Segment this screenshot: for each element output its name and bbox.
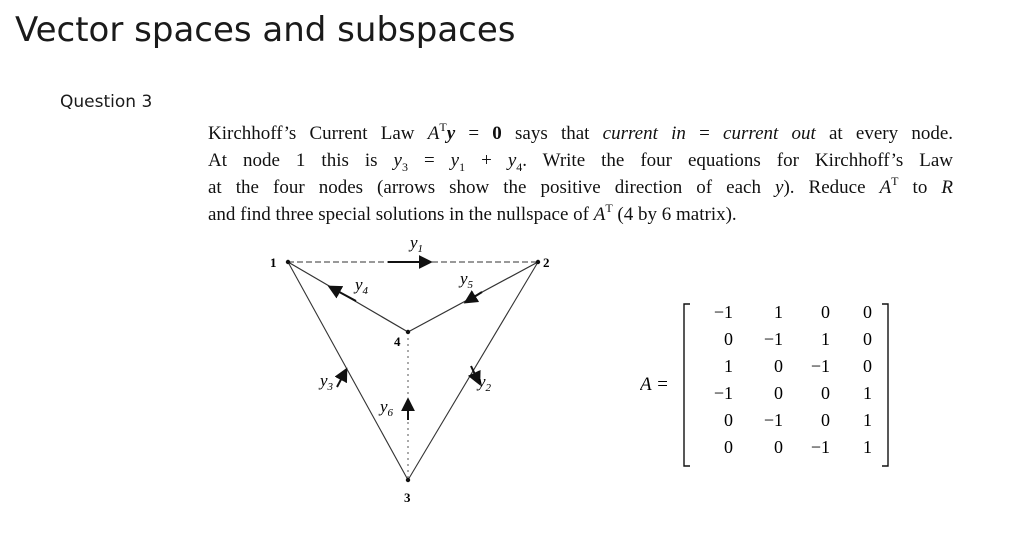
matrix-cell-r5-c1: 0 bbox=[724, 410, 733, 430]
matrix-cell-r2-c3: 1 bbox=[821, 329, 830, 349]
problem-line-1: Kirchhoff’s Current Law ATy = 0 says tha… bbox=[208, 119, 954, 144]
matrix-cell-r3-c4: 0 bbox=[863, 356, 872, 376]
matrix-cell-r5-c2: −1 bbox=[764, 410, 783, 430]
edge-y3-line bbox=[287, 261, 409, 481]
matrix-cell-r2-c2: −1 bbox=[764, 329, 783, 349]
matrix-cell-r5-c4: 1 bbox=[863, 410, 872, 430]
edge-y5-arrow bbox=[463, 290, 483, 304]
edge-y1-label: y1 bbox=[408, 233, 423, 255]
node-1-label: 1 bbox=[270, 255, 277, 270]
edge-y3-label: y3 bbox=[318, 371, 334, 393]
page-title: Vector spaces and subspaces bbox=[15, 10, 516, 50]
matrix-cell-r1-c3: 0 bbox=[821, 302, 830, 322]
problem-line-4: and find three special solutions in the … bbox=[208, 200, 737, 225]
matrix-cell-r4-c4: 1 bbox=[863, 383, 872, 403]
matrix-cells: −1 1 0 0 0 −1 1 0 1 0 −1 0 −1 0 0 1 0 −1 0 1 0 0 −1 1 bbox=[714, 302, 872, 457]
node-2-label: 2 bbox=[543, 255, 550, 270]
problem-line-2: At node 1 this is y3 = y1 + y4. Write th… bbox=[208, 150, 953, 174]
question-label: Question 3 bbox=[60, 92, 153, 112]
edge-y4-label: y4 bbox=[353, 275, 369, 297]
matrix-label: A = bbox=[640, 374, 669, 395]
matrix-cell-r4-c2: 0 bbox=[774, 383, 783, 403]
matrix-cell-r6-c4: 1 bbox=[863, 437, 872, 457]
problem-statement: Kirchhoff’s Current Law ATy = 0 says tha… bbox=[208, 120, 953, 228]
matrix-cell-r3-c1: 1 bbox=[724, 356, 733, 376]
edge-y2-label: y2 bbox=[476, 372, 492, 394]
matrix-cell-r3-c3: −1 bbox=[811, 356, 830, 376]
node-2-dot bbox=[535, 259, 541, 265]
matrix-cell-r4-c3: 0 bbox=[821, 383, 830, 403]
matrix-cell-r1-c2: 1 bbox=[774, 302, 783, 322]
node-3-dot bbox=[405, 477, 411, 483]
node-3-label: 3 bbox=[404, 490, 411, 505]
matrix-cell-r6-c1: 0 bbox=[724, 437, 733, 457]
matrix-cell-r2-c1: 0 bbox=[724, 329, 733, 349]
matrix-cell-r1-c1: −1 bbox=[714, 302, 733, 322]
matrix-cell-r4-c1: −1 bbox=[714, 383, 733, 403]
edge-y3-arrow bbox=[334, 367, 348, 388]
node-4-dot bbox=[405, 329, 411, 335]
node-1-dot bbox=[285, 259, 291, 265]
edge-y5-label: y5 bbox=[458, 269, 474, 291]
matrix-cell-r2-c4: 0 bbox=[863, 329, 872, 349]
matrix-cell-r6-c3: −1 bbox=[811, 437, 830, 457]
problem-line-3: at the four nodes (arrows show the posit… bbox=[208, 173, 953, 198]
edge-y2-arrow bbox=[467, 365, 481, 386]
node-4-label: 4 bbox=[394, 334, 401, 349]
matrix-cell-r6-c2: 0 bbox=[774, 437, 783, 457]
matrix-left-bracket bbox=[683, 303, 690, 467]
graph-diagram: 1 2 3 4 y1 y2 y3 y4 y5 y6 bbox=[270, 233, 550, 505]
edge-y6-label: y6 bbox=[378, 397, 394, 419]
matrix-cell-r5-c3: 0 bbox=[821, 410, 830, 430]
edge-y4-arrow bbox=[327, 285, 357, 302]
matrix-a: A = −1 1 0 0 0 −1 1 0 1 0 −1 0 −1 0 0 1 0 −1 0 1 0 0 −1 1 bbox=[640, 302, 889, 467]
matrix-cell-r1-c4: 0 bbox=[863, 302, 872, 322]
matrix-right-bracket bbox=[882, 303, 889, 467]
matrix-cell-r3-c2: 0 bbox=[774, 356, 783, 376]
